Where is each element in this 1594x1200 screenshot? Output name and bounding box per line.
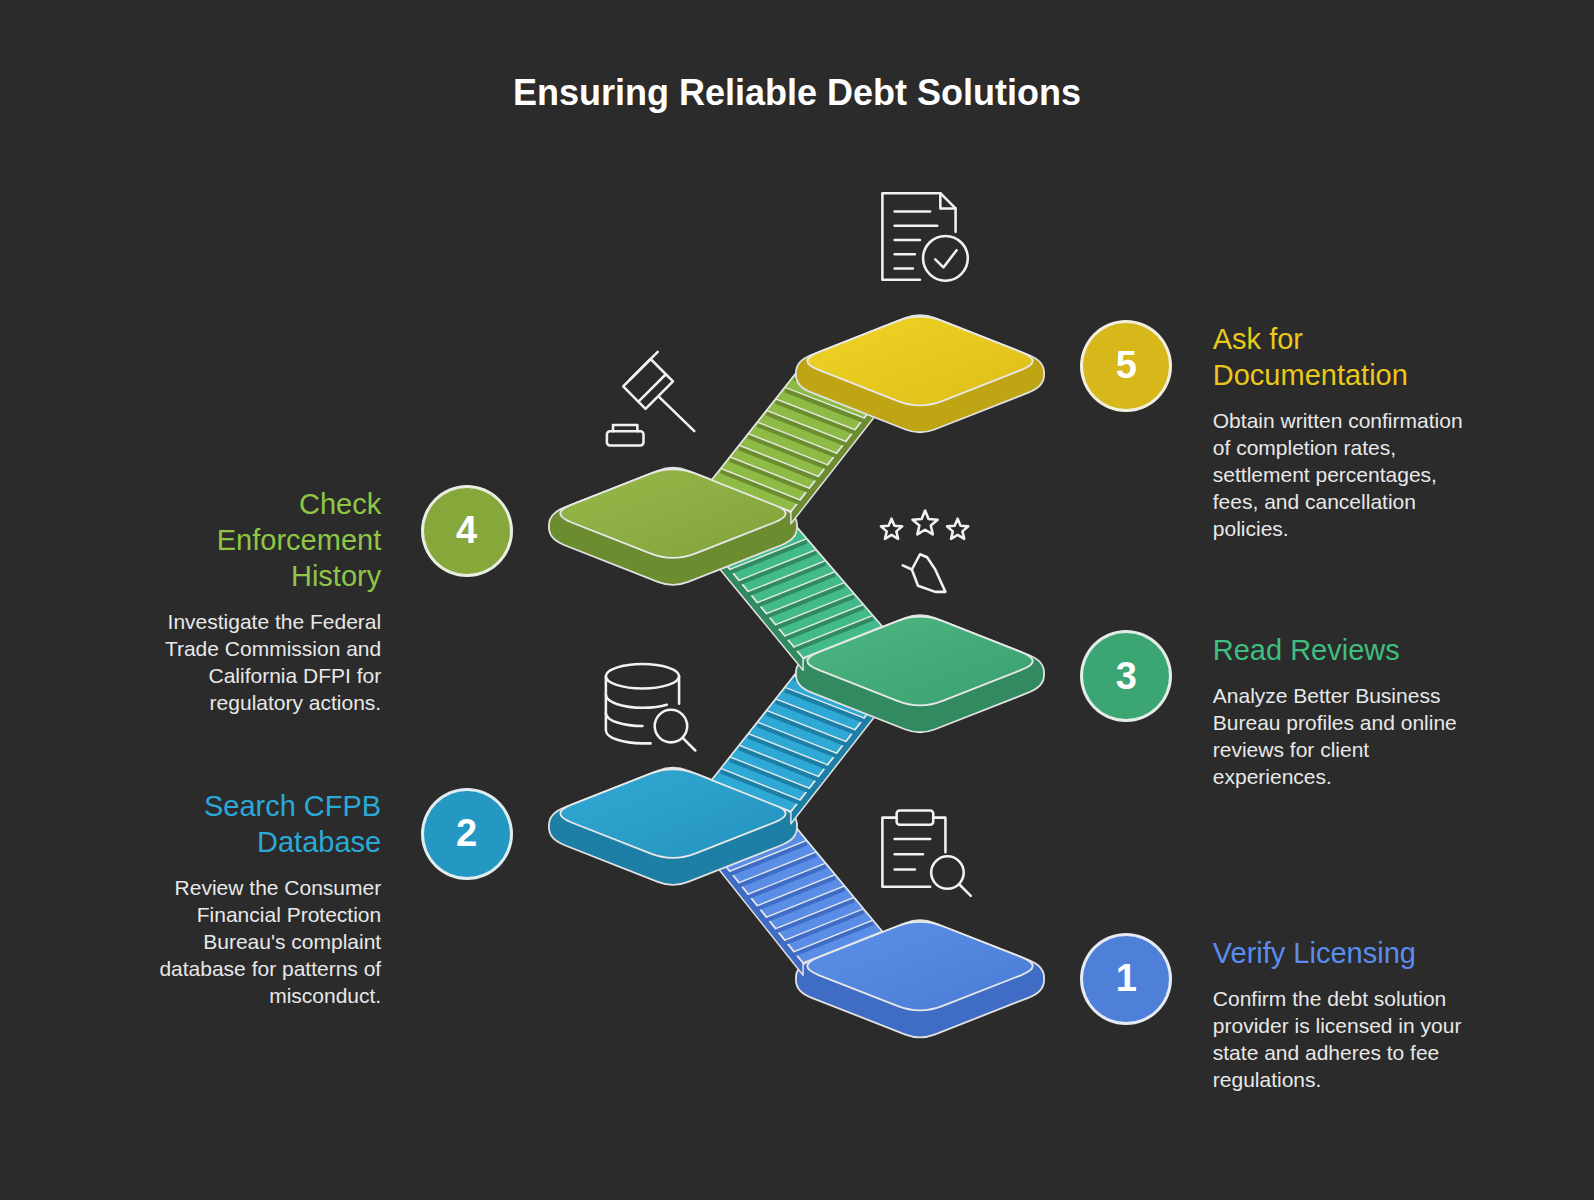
stair-step bbox=[757, 422, 836, 453]
step-heading: Check Enforcement History bbox=[191, 486, 381, 594]
stair-step bbox=[767, 410, 846, 441]
stair-riser bbox=[757, 725, 836, 756]
stair-step bbox=[739, 445, 818, 476]
document-check-icon bbox=[882, 193, 967, 280]
stair-riser bbox=[767, 889, 845, 920]
diagram-title: Ensuring Reliable Debt Solutions bbox=[0, 72, 1594, 114]
step-description: Confirm the debt solution provider is li… bbox=[1213, 985, 1498, 1093]
stair-riser bbox=[785, 608, 864, 639]
stair-step bbox=[757, 722, 836, 753]
step-heading: Search CFPB Database bbox=[121, 788, 381, 860]
stair-step bbox=[794, 920, 873, 951]
step-heading: Verify Licensing bbox=[1213, 935, 1513, 971]
step-circle: 5 bbox=[1080, 320, 1172, 412]
stair-step bbox=[794, 615, 873, 646]
step-heading: Read Reviews bbox=[1213, 632, 1513, 668]
stair-riser bbox=[757, 878, 835, 909]
stair-riser bbox=[794, 619, 873, 650]
step-circle: 3 bbox=[1080, 630, 1172, 722]
step-number: 1 bbox=[1116, 957, 1137, 1000]
stair-step bbox=[730, 757, 809, 788]
stair-step bbox=[748, 863, 825, 894]
step-number: 5 bbox=[1116, 344, 1137, 387]
step-circle: 1 bbox=[1080, 933, 1172, 1025]
stair-riser bbox=[730, 760, 809, 791]
rating-icon bbox=[881, 511, 968, 592]
step-description: Investigate the Federal Trade Commission… bbox=[121, 608, 381, 716]
step-description: Review the Consumer Financial Protection… bbox=[116, 874, 381, 1009]
stair-riser bbox=[767, 586, 845, 617]
stair-step bbox=[739, 745, 818, 776]
stair-riser bbox=[739, 748, 818, 779]
stair-step bbox=[721, 468, 800, 499]
stair-riser bbox=[748, 564, 825, 595]
database-search-icon bbox=[606, 664, 695, 750]
stair-step bbox=[776, 593, 854, 624]
staircase bbox=[549, 315, 1044, 1037]
stair-riser bbox=[776, 702, 855, 733]
step-heading: Ask for Documentation bbox=[1213, 321, 1445, 393]
stair-riser bbox=[776, 900, 854, 931]
stair-step bbox=[767, 710, 846, 741]
step-number: 4 bbox=[456, 509, 477, 552]
stair-riser bbox=[730, 460, 809, 491]
stair-riser bbox=[767, 413, 846, 444]
stair-riser bbox=[739, 448, 818, 479]
stair-riser bbox=[739, 855, 816, 886]
stair-step bbox=[730, 457, 809, 488]
step-description: Analyze Better Business Bureau profiles … bbox=[1213, 682, 1488, 790]
step-circle: 4 bbox=[421, 485, 513, 577]
stair-riser bbox=[748, 866, 825, 897]
stair-riser bbox=[757, 425, 836, 456]
step-circle: 2 bbox=[421, 788, 513, 880]
stair-riser bbox=[748, 737, 827, 768]
stair-step bbox=[767, 886, 845, 917]
star-outline bbox=[947, 519, 968, 539]
stair-riser bbox=[785, 912, 864, 943]
stair-riser bbox=[776, 402, 855, 433]
stair-step bbox=[757, 572, 835, 603]
stair-riser bbox=[748, 437, 827, 468]
step-number: 3 bbox=[1116, 655, 1137, 698]
stair-riser bbox=[767, 713, 846, 744]
stair-riser bbox=[757, 575, 835, 606]
stair-step bbox=[721, 768, 800, 799]
stair-step bbox=[748, 561, 825, 592]
stair-riser bbox=[794, 923, 873, 954]
gavel-icon bbox=[607, 352, 694, 446]
stair-riser bbox=[721, 771, 800, 802]
star-outline bbox=[881, 519, 902, 539]
stair-step bbox=[785, 604, 864, 635]
stair-step bbox=[776, 897, 854, 928]
platform-top bbox=[807, 317, 1032, 406]
platform-side bbox=[796, 315, 1044, 432]
clipboard-search-icon bbox=[882, 811, 970, 896]
stair-riser bbox=[776, 597, 854, 628]
step-description: Obtain written confirmation of completio… bbox=[1213, 407, 1475, 542]
stair-riser bbox=[721, 471, 800, 502]
stair-step bbox=[785, 909, 864, 940]
stair-step bbox=[757, 875, 835, 906]
stair-step bbox=[767, 583, 845, 614]
step-number: 2 bbox=[456, 812, 477, 855]
stair-step bbox=[748, 734, 827, 765]
stair-step bbox=[748, 434, 827, 465]
star-outline bbox=[912, 511, 937, 535]
